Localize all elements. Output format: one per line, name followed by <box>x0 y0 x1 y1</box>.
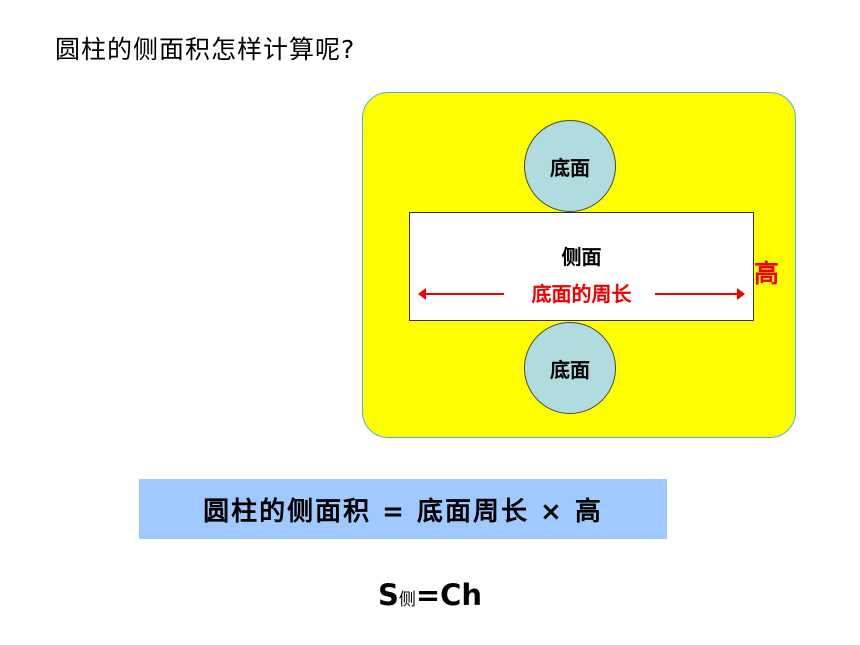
lateral-surface-label: 侧面 <box>561 245 602 269</box>
arrow-left-line <box>424 293 504 295</box>
arrow-right-line <box>655 293 739 295</box>
formula-box: 圆柱的侧面积 = 底面周长 × 高 <box>139 479 667 539</box>
formula-lhs-sub: 侧 <box>398 590 416 610</box>
top-base-label: 底面 <box>550 155 590 180</box>
arrow-left-head-icon <box>418 288 426 300</box>
top-base-circle: 底面 <box>524 120 616 212</box>
bottom-base-label: 底面 <box>550 357 590 382</box>
formula-rhs: =Ch <box>415 578 483 612</box>
formula-text: 圆柱的侧面积 = 底面周长 × 高 <box>203 496 603 527</box>
question-text: 圆柱的侧面积怎样计算呢? <box>55 35 356 64</box>
symbolic-formula: S侧=Ch <box>0 578 860 612</box>
height-label: 高 <box>754 259 780 288</box>
formula-lhs-main: S <box>377 578 399 612</box>
bottom-base-circle: 底面 <box>524 322 616 414</box>
circumference-arrow: 底面的周长 <box>418 281 745 307</box>
arrow-right-head-icon <box>737 288 745 300</box>
lateral-surface-rectangle: 侧面 底面的周长 <box>409 212 754 321</box>
circumference-label: 底面的周长 <box>531 282 632 306</box>
